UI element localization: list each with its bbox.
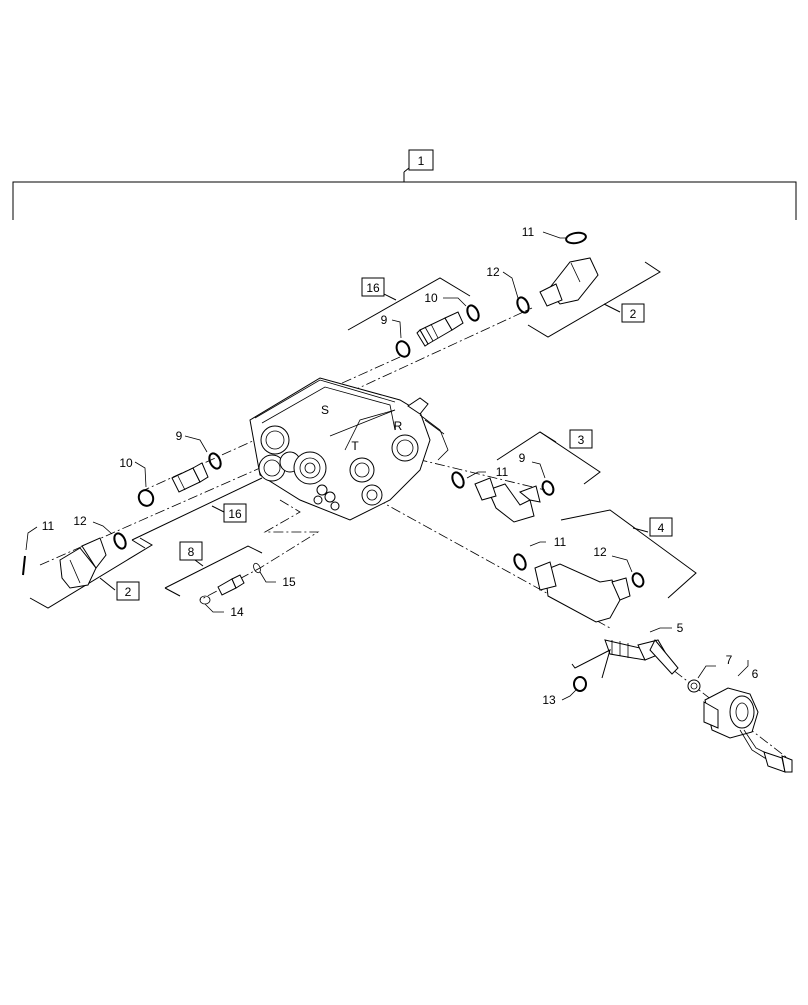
callout-12-top: 12 — [486, 265, 500, 279]
callout-1-label: 1 — [418, 154, 425, 168]
callout-11-lower: 11 — [554, 535, 567, 549]
callout-13: 13 — [542, 693, 556, 707]
callout-2-right: 2 — [630, 307, 637, 321]
callout-16-top: 16 — [366, 281, 380, 295]
assembly-bracket — [12, 167, 797, 220]
callout-9-top: 9 — [381, 313, 388, 327]
callout-10-left: 10 — [119, 456, 133, 470]
coil-group: 7 6 — [687, 653, 793, 773]
callout-1: 1 — [408, 149, 434, 171]
valve-body: S T R — [249, 377, 449, 521]
callout-9-right: 9 — [519, 451, 526, 465]
callout-2-left: 2 — [125, 585, 132, 599]
group-16-left: 16 — [131, 477, 263, 549]
callout-6: 6 — [752, 667, 759, 681]
group-8: 8 14 15 — [164, 541, 296, 619]
cartridge-group: 5 13 — [542, 621, 683, 707]
callout-12-lower: 12 — [593, 545, 607, 559]
callout-5: 5 — [677, 621, 684, 635]
callout-12-left: 12 — [73, 514, 87, 528]
callout-11-top: 11 — [522, 225, 535, 239]
callout-4: 4 — [658, 521, 665, 535]
callout-9-left: 9 — [176, 429, 183, 443]
callout-16-left: 16 — [228, 507, 242, 521]
callout-8: 8 — [188, 545, 195, 559]
port-mark-r: R — [394, 419, 403, 433]
callout-10-top: 10 — [424, 291, 438, 305]
group-16-top: 16 9 10 — [347, 277, 480, 358]
callout-15: 15 — [282, 575, 296, 589]
port-mark-s: S — [321, 403, 329, 417]
group-left-adapter: 9 10 — [119, 429, 222, 507]
group-3: 3 11 9 — [451, 429, 601, 523]
callout-11-mid: 11 — [496, 465, 509, 479]
callout-11-left: 11 — [42, 519, 55, 533]
group-2-left: 2 11 12 — [22, 514, 153, 609]
callout-3: 3 — [578, 433, 585, 447]
group-2-top-right: 2 12 11 — [486, 225, 661, 338]
assembly-centerlines — [39, 307, 791, 761]
port-mark-t: T — [351, 439, 359, 453]
callout-14: 14 — [230, 605, 244, 619]
callout-7: 7 — [726, 653, 733, 667]
group-4: 4 11 12 — [513, 509, 697, 623]
